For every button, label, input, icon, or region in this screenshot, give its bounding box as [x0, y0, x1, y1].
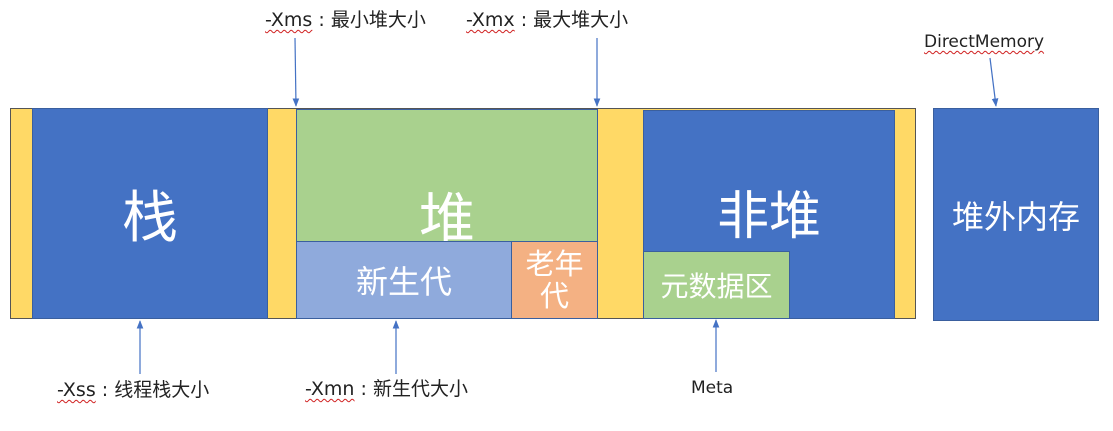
- xmx-flag: -Xmx: [466, 9, 515, 31]
- xms-annotation: -Xms : 最小堆大小: [265, 11, 426, 30]
- stack-label: 栈: [122, 186, 178, 251]
- direct-memory-arrow: [989, 57, 999, 107]
- xmx-annotation: -Xmx : 最大堆大小: [466, 11, 628, 30]
- xmx-description: : 最大堆大小: [514, 9, 629, 31]
- xmn-annotation: -Xmn : 新生代大小: [305, 380, 468, 399]
- direct-memory-annotation: DirectMemory: [924, 32, 1045, 52]
- non-heap-label: 非堆: [716, 187, 821, 247]
- xms-arrow: [292, 37, 300, 107]
- metaspace-label: 元数据区: [660, 270, 773, 303]
- xms-description: : 最小堆大小: [312, 9, 426, 31]
- meta-annotation: Meta: [691, 378, 734, 398]
- off-heap-memory-label: 堆外内存: [951, 197, 1080, 236]
- xss-annotation: -Xss : 线程栈大小: [57, 381, 209, 400]
- off-heap-memory-block: 堆外内存: [933, 108, 1099, 321]
- xss-description: : 线程栈大小: [95, 379, 210, 401]
- metaspace-block: 元数据区: [643, 251, 790, 319]
- old-generation-block: 老年代: [511, 241, 598, 319]
- young-generation-label: 新生代: [355, 263, 452, 301]
- xms-flag: -Xms: [265, 9, 313, 31]
- xss-flag: -Xss: [57, 379, 96, 401]
- old-generation-label: 老年代: [525, 247, 584, 313]
- young-generation-block: 新生代: [296, 241, 512, 319]
- xmn-flag: -Xmn: [305, 378, 355, 400]
- stack-block: 栈: [32, 108, 268, 319]
- xmn-description: : 新生代大小: [354, 378, 468, 400]
